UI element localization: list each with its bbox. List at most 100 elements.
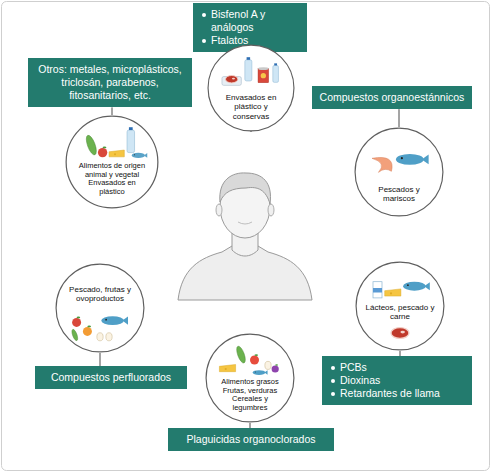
food-source-label: Alimentos grasos (214, 378, 286, 387)
egg-icon (97, 333, 103, 341)
milk-band (373, 288, 382, 293)
fruit-leaf (77, 317, 81, 319)
cheese-icon (109, 150, 124, 157)
fruit-icon (83, 326, 92, 336)
bottle-body (245, 60, 252, 81)
cheese-icon (219, 365, 235, 372)
fruit-leaf (275, 364, 278, 365)
food-source-circle: Pescados y mariscos (354, 127, 444, 217)
bullet-dot (331, 392, 335, 396)
circle-text-group: Lácteos, pescado y carne (365, 303, 435, 321)
category-label: Compuestos perfluorados (42, 371, 180, 384)
meat-icon (391, 328, 409, 339)
fish-icon (396, 154, 429, 165)
category-label-box: Compuestos perfluorados (35, 366, 187, 389)
fish-body (396, 154, 424, 165)
person-mouth (238, 222, 252, 224)
fruit-body (250, 356, 259, 365)
connector-line (112, 107, 113, 115)
fish-body (253, 370, 266, 375)
food-source-label: Frutas, verduras (214, 387, 286, 396)
circle-border (206, 334, 294, 422)
connector-line (100, 353, 101, 366)
connector-line (399, 109, 400, 127)
food-source-label: Pescado, frutas y ovoproductos (64, 285, 136, 303)
cheese-hole (114, 153, 116, 155)
category-label-box: PCBsDioxinasRetardantes de llama (322, 356, 472, 405)
fruit-body (83, 327, 92, 336)
meat-cut (391, 328, 409, 339)
food-source-label: Pescados y mariscos (364, 185, 434, 203)
category-label-box: Otros: metales, microplásticos, triclosá… (28, 58, 192, 107)
milk-carton (373, 282, 382, 298)
food-source-circle: Alimentos grasosFrutas, verdurasCereales… (205, 333, 295, 423)
food-source-circle: Lácteos, pescado y carne (355, 261, 445, 351)
egg-icon (106, 333, 112, 341)
meat-fat (232, 78, 235, 80)
fruit-icon (98, 146, 107, 157)
connector-stroke (100, 353, 101, 366)
bottle-cap (247, 57, 251, 60)
category-label-box: Plaguicidas organoclorados (168, 428, 334, 451)
food-source-circle: Envasados en plástico y conservas (207, 44, 295, 132)
bullet-item: Retardantes de llama (329, 387, 465, 400)
bottle-body (273, 65, 279, 82)
fish-body (403, 282, 426, 291)
circle-text-group: Envasados en plástico y conservas (217, 93, 285, 121)
person-ear (268, 204, 274, 216)
bullet-item: Dioxinas (329, 374, 465, 387)
bottle-icon (245, 57, 252, 81)
vegetable-icon (71, 329, 79, 342)
cheese-icon (385, 289, 401, 296)
circle-border (208, 45, 294, 131)
food-source-circle: Alimentos de origen animal y vegetalEnva… (65, 115, 159, 209)
circle-outline (55, 263, 145, 353)
fish-icon (101, 316, 128, 325)
fruit-body (98, 148, 107, 157)
food-source-label: Cereales y legumbres (214, 395, 286, 412)
bullet-dot (202, 13, 206, 17)
connector-stroke (399, 109, 400, 127)
meat-fat (400, 331, 405, 334)
category-label: Otros: metales, microplásticos, triclosá… (35, 63, 185, 102)
fruit-leaf (87, 326, 91, 328)
bottle-cap (274, 63, 277, 65)
circle-border (56, 264, 144, 352)
cheese-hole (225, 368, 227, 370)
cheese-block (385, 289, 401, 296)
bullet-item: PCBs (329, 361, 465, 374)
category-label: Compuestos organoestánnicos (319, 91, 465, 104)
cheese-block (219, 365, 235, 372)
circle-text-group: Alimentos de origen animal y vegetalEnva… (75, 162, 149, 197)
circle-border (66, 116, 158, 208)
circle-text-group: Alimentos grasosFrutas, verdurasCereales… (214, 378, 286, 413)
fruit-icon (272, 364, 279, 372)
fish-body (132, 153, 145, 158)
food-source-label: Lácteos, pescado y carne (365, 303, 435, 321)
vegetable-icon (84, 134, 98, 156)
can-lid (258, 67, 269, 70)
fruit-leaf (103, 146, 107, 148)
category-label-box: Compuestos organoestánnicos (312, 86, 472, 109)
bottle-icon (127, 127, 135, 152)
cheese-block (109, 150, 124, 157)
egg-icon (265, 361, 271, 369)
circle-border (356, 262, 444, 350)
person-ear (216, 204, 222, 216)
bullet-dot (331, 379, 335, 383)
food-source-label: Envasados en plástico (75, 179, 149, 196)
fish-eye (401, 157, 403, 159)
bullet-item: Bisfenol A y análogos (200, 8, 300, 34)
fish-eye (105, 319, 107, 321)
fish-body (101, 316, 124, 325)
circle-border (355, 128, 443, 216)
meat-icon (225, 76, 237, 83)
fruit-icon (250, 354, 259, 364)
can-label (261, 73, 266, 78)
bullet-dot (202, 39, 206, 43)
can-body (258, 69, 269, 83)
food-source-label: Envasados en plástico y conservas (217, 93, 285, 121)
circle-outline (354, 127, 444, 217)
food-source-label: Alimentos de origen animal y vegetal (75, 162, 149, 179)
